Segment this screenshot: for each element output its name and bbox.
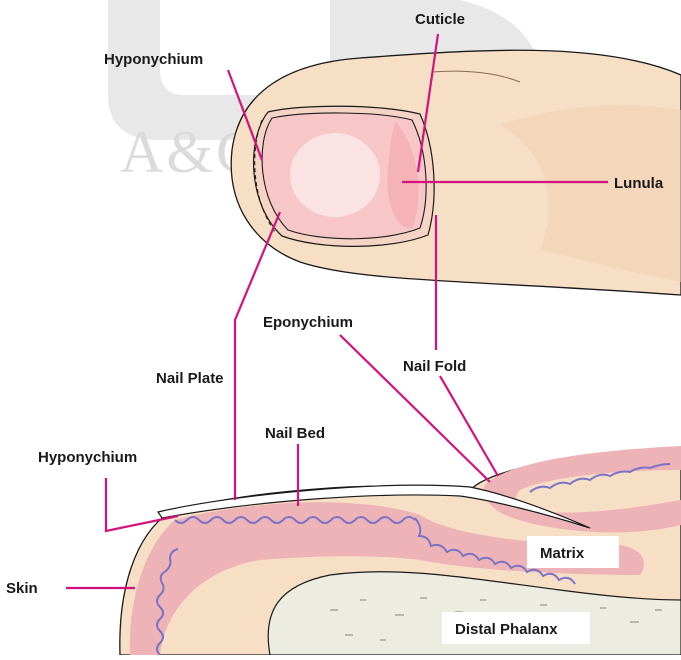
label-cuticle: Cuticle xyxy=(415,11,465,28)
label-nail-bed: Nail Bed xyxy=(265,425,325,442)
nail-highlight xyxy=(290,133,380,217)
label-distal-phalanx: Distal Phalanx xyxy=(455,621,558,638)
label-lunula: Lunula xyxy=(614,175,664,192)
label-nail-plate: Nail Plate xyxy=(156,370,224,387)
label-hyponychium-bottom: Hyponychium xyxy=(38,449,137,466)
leader-nail-plate xyxy=(235,212,280,500)
label-eponychium: Eponychium xyxy=(263,314,353,331)
label-nail-fold: Nail Fold xyxy=(403,358,466,375)
label-hyponychium-top: Hyponychium xyxy=(104,51,203,68)
fingertip-top-view xyxy=(231,50,681,295)
label-skin: Skin xyxy=(6,580,38,597)
label-matrix: Matrix xyxy=(540,545,585,562)
